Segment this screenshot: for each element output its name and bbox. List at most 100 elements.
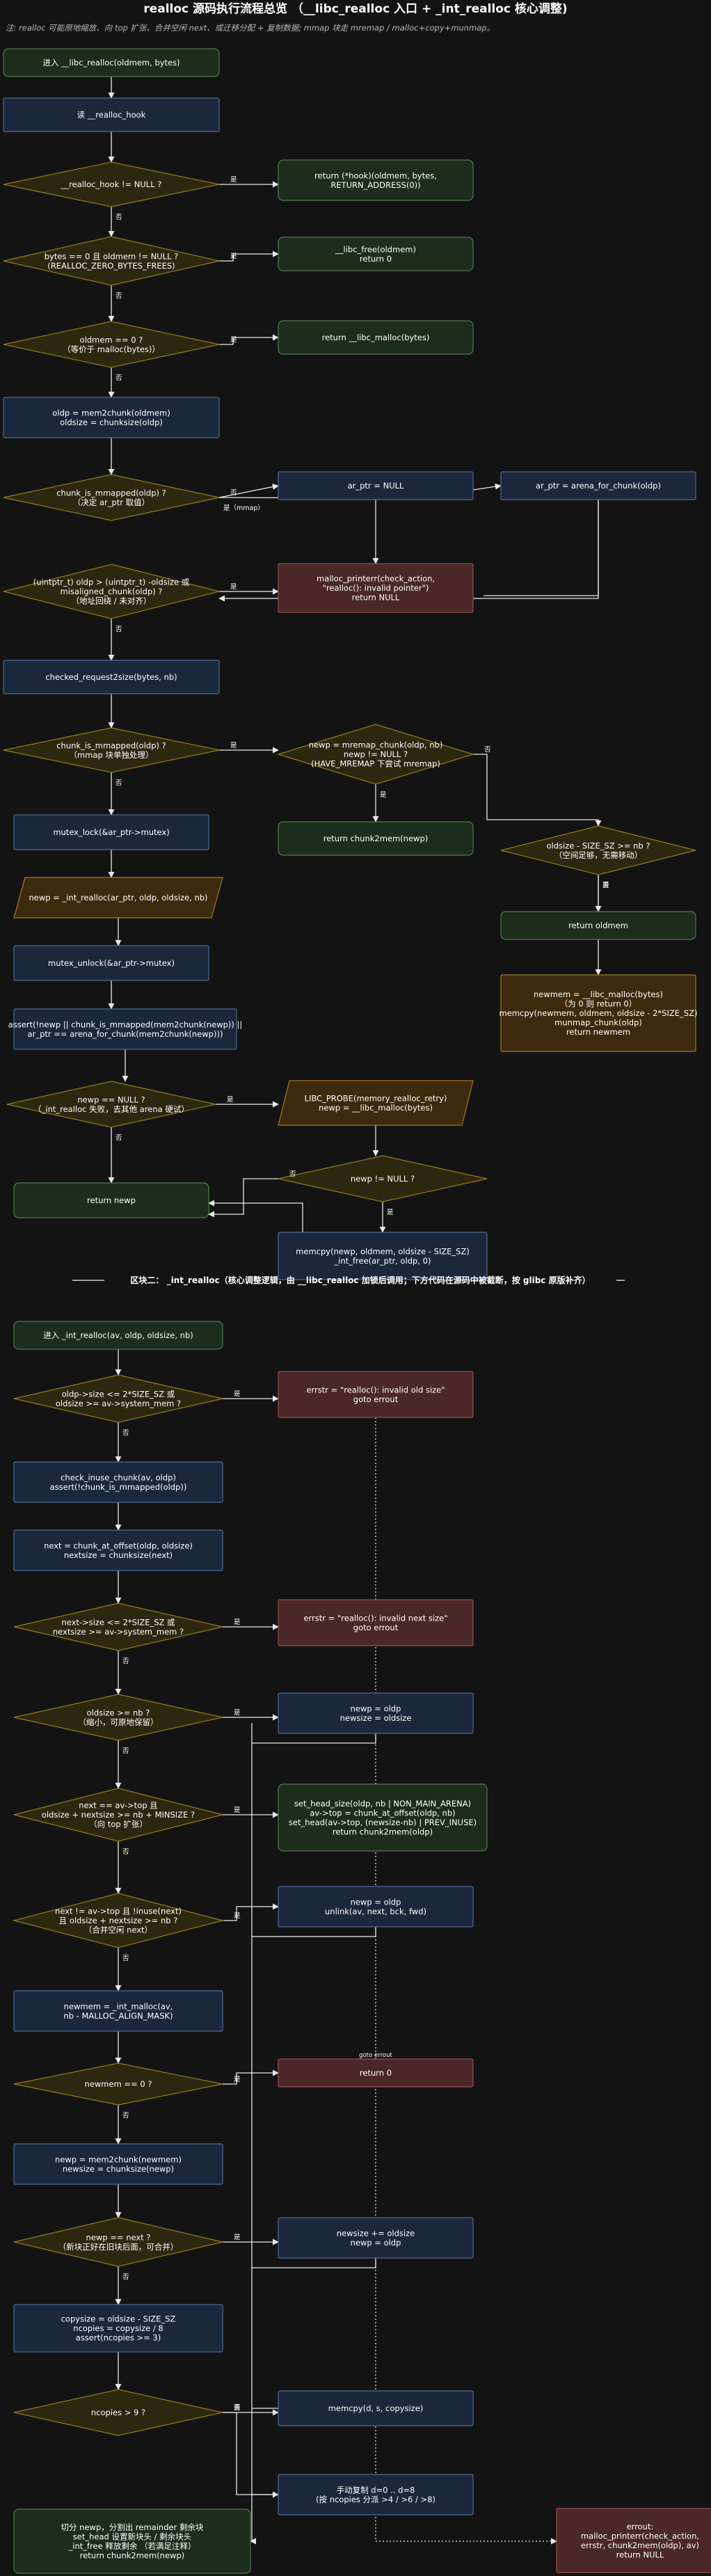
node-text: memcpy(d, s, copysize) — [328, 2403, 424, 2413]
process-box — [500, 974, 696, 1052]
node-text: (REALLOC_ZERO_BYTES_FREES) — [47, 261, 175, 271]
process-box — [556, 2508, 711, 2573]
decision-diamond — [13, 2217, 223, 2267]
edge-label: 是 — [234, 1806, 241, 1814]
decision-diamond — [13, 2389, 223, 2436]
node-text: next != av->top 且 !inuse(next) — [55, 1907, 182, 1916]
node-text: 手动复制 d=0 .. d=8 — [337, 2485, 415, 2495]
node-chkreq: checked_request2size(bytes, nb) — [3, 660, 220, 694]
node-text: _int_free(ar_ptr, oldp, 0) — [334, 1256, 431, 1266]
node-text: return newmem — [566, 1027, 630, 1037]
node-text: oldsize = chunksize(oldp) — [60, 418, 163, 427]
node-text: newp = __libc_malloc(bytes) — [319, 1103, 433, 1113]
decision-diamond — [13, 1603, 223, 1651]
edge-label: 是 — [227, 1096, 234, 1104]
node-text: nextsize >= av->system_mem ? — [53, 1627, 184, 1637]
node-text: __realloc_hook != NULL ? — [61, 180, 162, 189]
decision-diamond — [3, 727, 220, 773]
node-oldp: oldp = mem2chunk(oldmem)oldsize = chunks… — [3, 397, 220, 438]
node-text: nb - MALLOC_ALIGN_MASK) — [63, 2011, 173, 2021]
node-d-zero: bytes == 0 且 oldmem != NULL ?(REALLOC_ZE… — [3, 236, 220, 286]
edge-label: 否 — [289, 1170, 296, 1178]
node-text: misaligned_chunk(oldp) ? — [61, 587, 163, 596]
edge-label: 是 — [234, 2234, 241, 2241]
edge-label: 是 — [602, 882, 609, 889]
process-box — [13, 2304, 223, 2353]
process-box — [278, 471, 474, 500]
node-text: 读 __realloc_hook — [77, 110, 146, 120]
node-errout: errout:malloc_printerr(check_action,errs… — [556, 2508, 711, 2573]
node-text: errstr = "realloc(): invalid old size" — [306, 1385, 445, 1394]
node-text: return (*hook)(oldmem, bytes, — [314, 170, 437, 180]
node-probe: LIBC_PROBE(memory_realloc_retry)newp = _… — [278, 1080, 474, 1126]
node-text: (uintptr_t) oldp > (uintptr_t) -oldsize … — [33, 578, 190, 587]
process-box — [500, 471, 696, 500]
node-text: return chunk2mem(oldp) — [333, 1827, 433, 1836]
node-text: （_int_realloc 失败，去其他 arena 硬试） — [33, 1104, 189, 1114]
node-text: memcpy(newmem, oldmem, oldsize - 2*SIZE_… — [500, 1008, 698, 1018]
section2-divider: 区块二： _int_realloc（核心调整逻辑，由 __libc_reallo… — [72, 1275, 625, 1286]
node-text: ncopies = copysize / 8 — [73, 2323, 163, 2333]
node-d-nc: ncopies > 9 ? — [13, 2389, 223, 2436]
node-text: checked_request2size(bytes, nb) — [45, 672, 177, 682]
node-text: malloc_printerr(check_action, — [317, 574, 435, 584]
node-d-merge: next != av->top 且 !inuse(next)且 oldsize … — [12, 1893, 225, 1948]
edge-label: 否 — [115, 292, 122, 300]
edge-label: 否 — [122, 1747, 129, 1755]
node-d-newp1: newp != NULL ? — [278, 1155, 488, 1202]
node-start1: 进入 __libc_realloc(oldmem, bytes) — [3, 48, 220, 77]
edge-label: 是（mmap） — [223, 504, 264, 512]
node-d-mm1: chunk_is_mmapped(oldp) ?（决定 ar_ptr 取值） — [3, 474, 220, 521]
process-box — [278, 2474, 474, 2515]
page-title: realloc 源码执行流程总览 （__libc_realloc 入口 + _i… — [143, 1, 567, 16]
node-text: （为 0 则 return 0） — [560, 999, 637, 1009]
process-box — [278, 320, 474, 355]
node-unlock: mutex_unlock(&ar_ptr->mutex) — [13, 945, 209, 981]
node-text: return chunk2mem(newp) — [323, 834, 429, 843]
node-text: return oldmem — [568, 921, 628, 930]
decision-diamond — [278, 1155, 488, 1202]
node-text: assert(!chunk_is_mmapped(oldp)) — [50, 1482, 187, 1492]
edge-label: 是 — [230, 583, 237, 591]
node-text: （等价于 malloc(bytes)） — [63, 344, 160, 354]
edge-label: 是 — [230, 742, 237, 749]
decision-diamond — [276, 724, 475, 785]
node-text: mutex_unlock(&ar_ptr->mutex) — [48, 958, 175, 968]
node-text: copysize = oldsize - SIZE_SZ — [61, 2314, 176, 2324]
node-note: goto errout — [359, 2052, 392, 2059]
process-box — [13, 814, 209, 850]
node-text: malloc_printerr(check_action, — [581, 2531, 699, 2541]
node-text: chunk_is_mmapped(oldp) ? — [56, 740, 166, 750]
decision-diamond — [3, 321, 220, 368]
node-text: （新块正好在旧块后面，可合并） — [58, 2242, 179, 2252]
node-alloc: newmem = _int_malloc(av,nb - MALLOC_ALIG… — [13, 1990, 223, 2032]
node-text: oldsize >= av->system_mem ? — [56, 1399, 181, 1408]
process-box — [3, 397, 220, 438]
process-box — [278, 1599, 474, 1646]
edge-label: 是 — [234, 2076, 241, 2083]
node-text: next == av->top 且 — [79, 1801, 157, 1811]
node-ret-free: __libc_free(oldmem)return 0 — [278, 237, 474, 271]
edge-mremap-to-d-sz — [473, 754, 602, 827]
node-text: （合并空闲 next） — [84, 1925, 152, 1935]
process-box — [278, 563, 474, 613]
node-inuse: check_inuse_chunk(av, oldp)assert(!chunk… — [13, 1461, 223, 1503]
node-text: newmem == 0 ? — [85, 2079, 152, 2089]
node-text: memcpy(newp, oldmem, oldsize - SIZE_SZ) — [296, 1246, 470, 1256]
process-box — [13, 2509, 251, 2574]
process-box — [3, 48, 220, 77]
node-manual: 手动复制 d=0 .. d=8(按 ncopies 分派 >4 / >6 / >… — [278, 2474, 474, 2515]
edge-label: 是 — [234, 1912, 241, 1920]
node-ret-old: return oldmem — [500, 911, 696, 940]
node-text: newp != NULL ? — [351, 1174, 415, 1184]
node-text: unlink(av, next, bck, fwd) — [325, 1907, 426, 1916]
node-text: return newp — [87, 1195, 136, 1205]
edge-label: 是 — [234, 1709, 241, 1717]
process-box — [278, 159, 474, 201]
process-box — [278, 821, 474, 856]
node-text: LIBC_PROBE(memory_realloc_retry) — [305, 1093, 447, 1103]
